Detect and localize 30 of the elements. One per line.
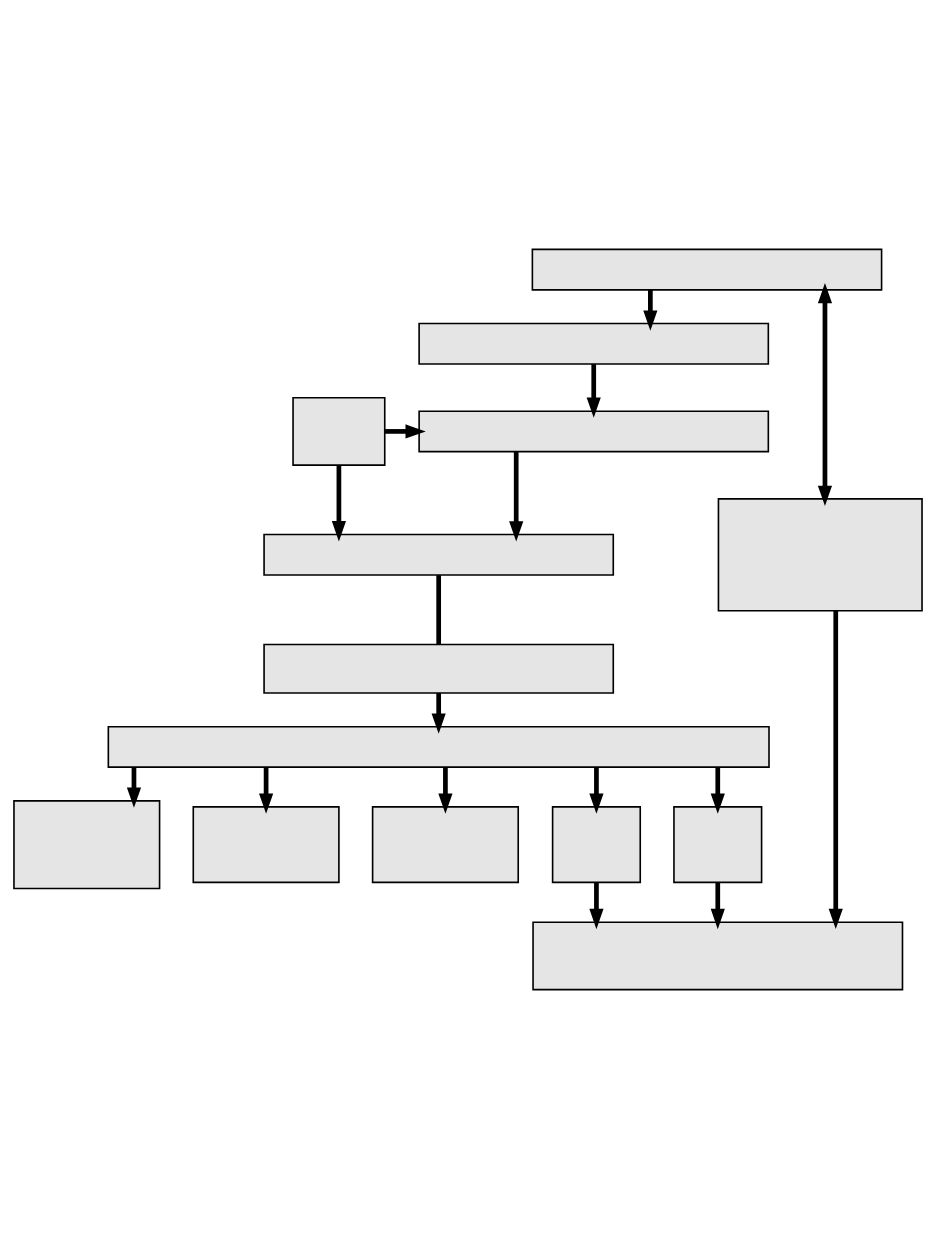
node-box (673, 806, 763, 884)
connector (436, 575, 442, 645)
node-box (13, 800, 161, 890)
arrow (710, 767, 725, 814)
node-box (532, 921, 904, 991)
arrow (259, 767, 274, 814)
node-box (107, 725, 770, 768)
arrow (438, 767, 453, 814)
arrow (817, 283, 833, 506)
arrow (589, 882, 604, 930)
arrow (431, 693, 446, 734)
node-box (717, 498, 923, 612)
node-box (192, 806, 340, 884)
node-box (531, 248, 883, 291)
arrow (331, 465, 346, 542)
node-box (292, 396, 386, 466)
arrow (710, 882, 725, 930)
arrow (828, 611, 843, 929)
node-box (418, 322, 770, 365)
node-box (551, 806, 642, 884)
arrow (385, 424, 426, 439)
arrow (509, 451, 524, 542)
arrow (589, 767, 604, 814)
node-box (418, 410, 770, 453)
arrow (586, 364, 601, 418)
arrow (126, 767, 142, 808)
node-box (263, 643, 615, 694)
node-box (371, 806, 520, 884)
node-box (263, 533, 615, 576)
arrow (643, 289, 658, 331)
